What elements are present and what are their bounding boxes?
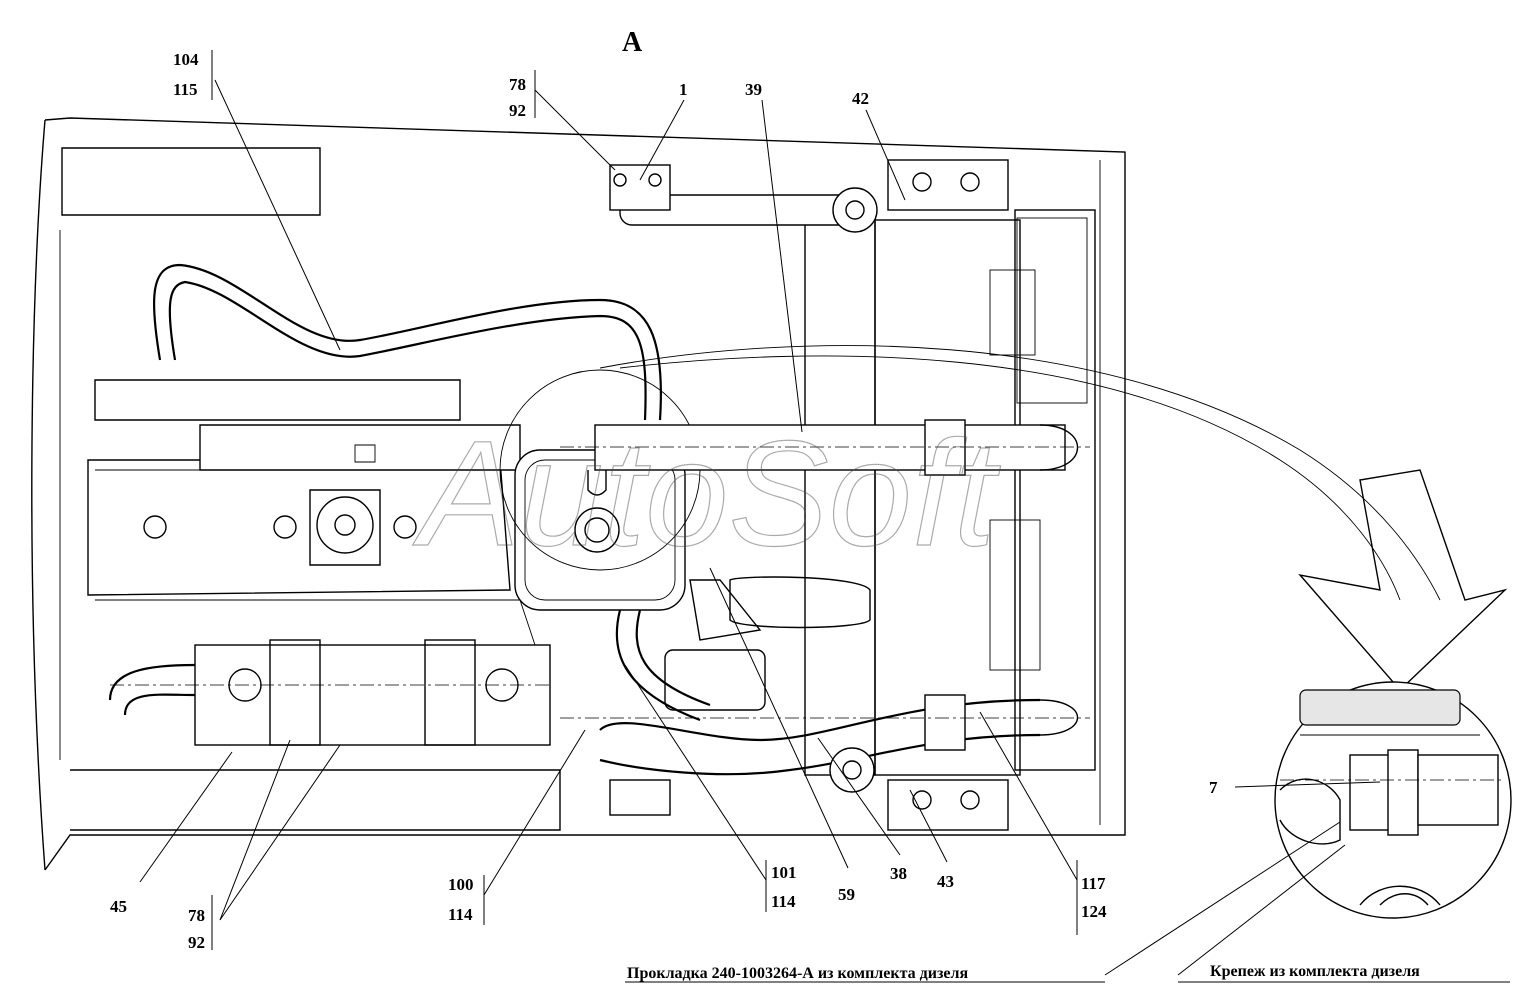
detail-arrow — [599, 345, 1508, 692]
callout-104: 104 — [173, 50, 199, 69]
callout-labels: 104 115 78 92 1 39 42 7 45 78 92 100 114… — [110, 50, 1218, 952]
callout-42: 42 — [852, 89, 869, 108]
frame-outline — [31, 117, 1126, 871]
callout-78-bottom: 78 — [188, 906, 205, 925]
leader-lines — [139, 50, 1510, 983]
callout-92-top: 92 — [509, 101, 526, 120]
upper-pipe — [560, 419, 1090, 476]
pump-assembly — [615, 576, 871, 722]
engine-block — [87, 379, 541, 661]
callout-38: 38 — [890, 864, 907, 883]
bottom-hose — [609, 747, 1009, 831]
callout-117: 117 — [1081, 874, 1106, 893]
callout-43: 43 — [937, 872, 954, 891]
callout-100: 100 — [448, 875, 474, 894]
muffler — [108, 639, 551, 746]
callout-114-right: 114 — [771, 892, 796, 911]
top-hose — [609, 159, 1009, 233]
callout-115: 115 — [173, 80, 198, 99]
gasket-note: Прокладка 240-1003264-А из комплекта диз… — [627, 965, 968, 982]
fasteners-note: Крепеж из комплекта дизеля — [1210, 963, 1420, 980]
callout-7: 7 — [1209, 778, 1218, 797]
air-filter-housing — [514, 449, 686, 611]
callout-101: 101 — [771, 863, 797, 882]
lower-pipe — [560, 694, 1090, 776]
detail-view — [1274, 681, 1512, 919]
callout-59: 59 — [838, 885, 855, 904]
callout-114-left: 114 — [448, 905, 473, 924]
callout-1: 1 — [679, 80, 688, 99]
callout-124: 124 — [1081, 902, 1107, 921]
callout-78-top: 78 — [509, 75, 526, 94]
view-label: А — [622, 27, 643, 58]
watermark-text: AutoSoft — [412, 409, 1001, 577]
callout-45: 45 — [110, 897, 127, 916]
callout-92-bottom: 92 — [188, 933, 205, 952]
upper-hose — [152, 263, 662, 421]
callout-39: 39 — [745, 80, 762, 99]
